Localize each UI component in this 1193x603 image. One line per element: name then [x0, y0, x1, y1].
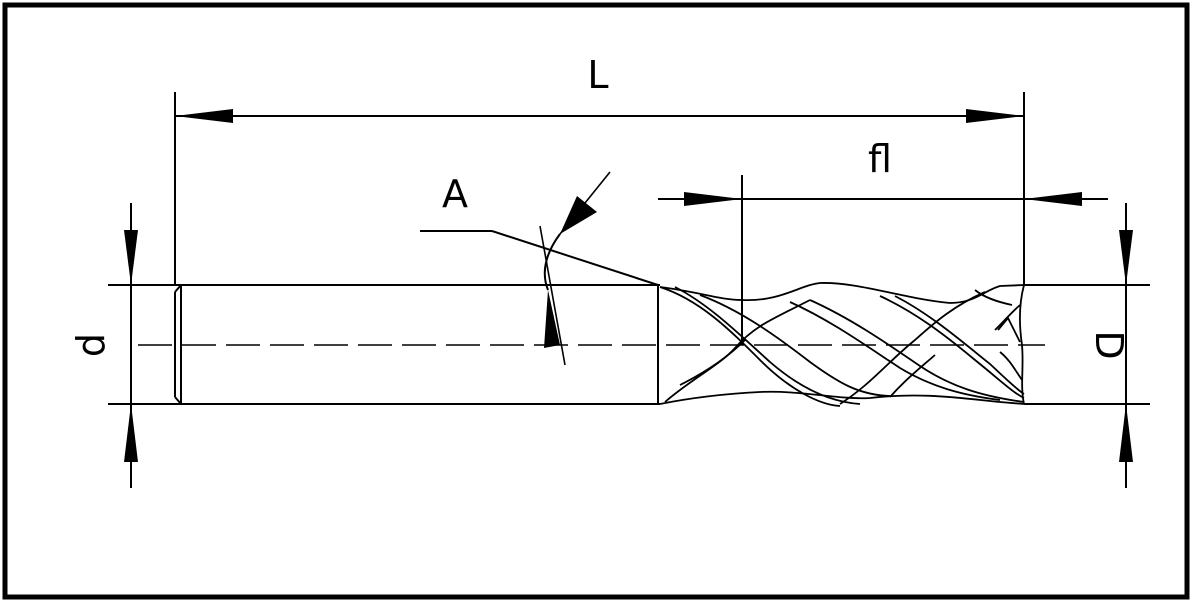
label-d: d — [69, 333, 113, 357]
flute-section — [659, 282, 1025, 407]
dimension-d — [124, 203, 138, 488]
label-D: D — [1087, 330, 1131, 359]
dimension-L — [174, 92, 1025, 285]
dimension-A — [420, 171, 659, 366]
label-fl: fl — [868, 137, 892, 181]
label-L: L — [587, 53, 608, 97]
tool-shank — [108, 284, 660, 405]
dimension-D — [1024, 203, 1150, 488]
dimension-fl — [658, 175, 1108, 345]
label-A: A — [442, 172, 468, 216]
